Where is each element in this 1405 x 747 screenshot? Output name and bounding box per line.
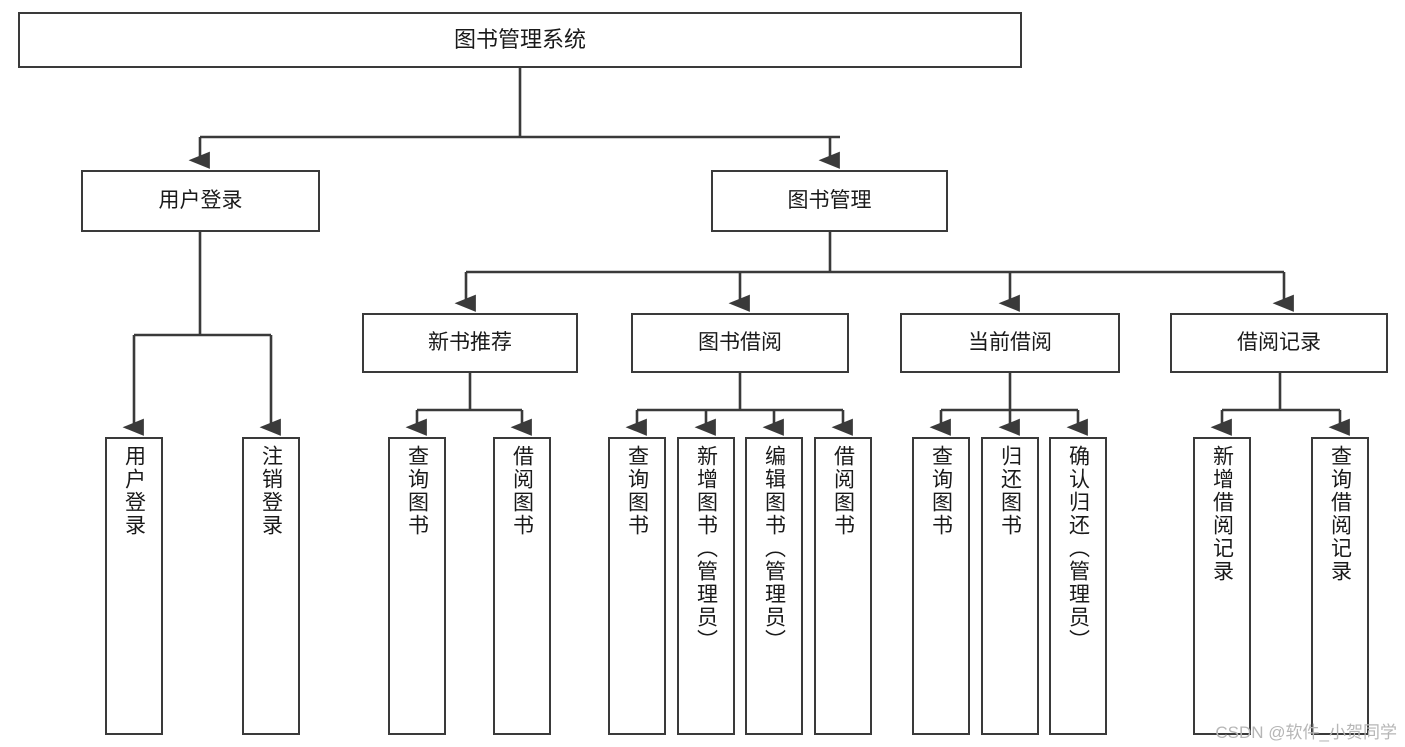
- node-borrow-record[interactable]: 借阅记录: [1170, 313, 1388, 373]
- leaf-record-add-label: 新增借阅记录: [1210, 445, 1234, 583]
- leaf-borrow-edit-book[interactable]: 编辑图书（管理员）: [745, 437, 803, 735]
- leaf-user-login-signout[interactable]: 注销登录: [242, 437, 300, 735]
- leaf-user-login-signin-label: 用户登录: [122, 445, 146, 537]
- leaf-current-return-book[interactable]: 归还图书: [981, 437, 1039, 735]
- leaf-current-return-book-label: 归还图书: [998, 445, 1022, 537]
- leaf-current-query-book-label: 查询图书: [929, 445, 953, 537]
- leaf-new-book-borrow-label: 借阅图书: [510, 445, 534, 537]
- leaf-current-confirm-return-label: 确认归还（管理员）: [1066, 445, 1090, 652]
- node-root-label: 图书管理系统: [453, 27, 586, 53]
- node-book-management-label: 图书管理: [787, 188, 872, 212]
- watermark: CSDN @软件_小贺同学: [1215, 723, 1397, 742]
- node-book-borrow[interactable]: 图书借阅: [631, 313, 849, 373]
- node-borrow-record-label: 借阅记录: [1237, 330, 1321, 354]
- leaf-record-add[interactable]: 新增借阅记录: [1193, 437, 1251, 735]
- leaf-current-confirm-return[interactable]: 确认归还（管理员）: [1049, 437, 1107, 735]
- leaf-new-book-query[interactable]: 查询图书: [388, 437, 446, 735]
- leaf-borrow-add-book-label: 新增图书（管理员）: [694, 445, 718, 652]
- node-book-borrow-label: 图书借阅: [698, 330, 782, 354]
- leaf-borrow-borrow-book[interactable]: 借阅图书: [814, 437, 872, 735]
- leaf-borrow-edit-book-label: 编辑图书（管理员）: [762, 445, 786, 652]
- leaf-new-book-borrow[interactable]: 借阅图书: [493, 437, 551, 735]
- node-root[interactable]: 图书管理系统: [18, 12, 1022, 68]
- leaf-user-login-signout-label: 注销登录: [259, 445, 283, 537]
- node-current-borrow-label: 当前借阅: [968, 330, 1052, 354]
- node-new-book-recommend-label: 新书推荐: [428, 330, 512, 354]
- leaf-borrow-query-book-label: 查询图书: [625, 445, 649, 537]
- node-user-login[interactable]: 用户登录: [81, 170, 320, 232]
- node-user-login-label: 用户登录: [158, 188, 243, 212]
- leaf-borrow-add-book[interactable]: 新增图书（管理员）: [677, 437, 735, 735]
- node-new-book-recommend[interactable]: 新书推荐: [362, 313, 578, 373]
- leaf-record-query[interactable]: 查询借阅记录: [1311, 437, 1369, 735]
- node-current-borrow[interactable]: 当前借阅: [900, 313, 1120, 373]
- leaf-borrow-borrow-book-label: 借阅图书: [831, 445, 855, 537]
- leaf-record-query-label: 查询借阅记录: [1328, 445, 1352, 583]
- leaf-user-login-signin[interactable]: 用户登录: [105, 437, 163, 735]
- leaf-new-book-query-label: 查询图书: [405, 445, 429, 537]
- node-book-management[interactable]: 图书管理: [711, 170, 948, 232]
- leaf-borrow-query-book[interactable]: 查询图书: [608, 437, 666, 735]
- leaf-current-query-book[interactable]: 查询图书: [912, 437, 970, 735]
